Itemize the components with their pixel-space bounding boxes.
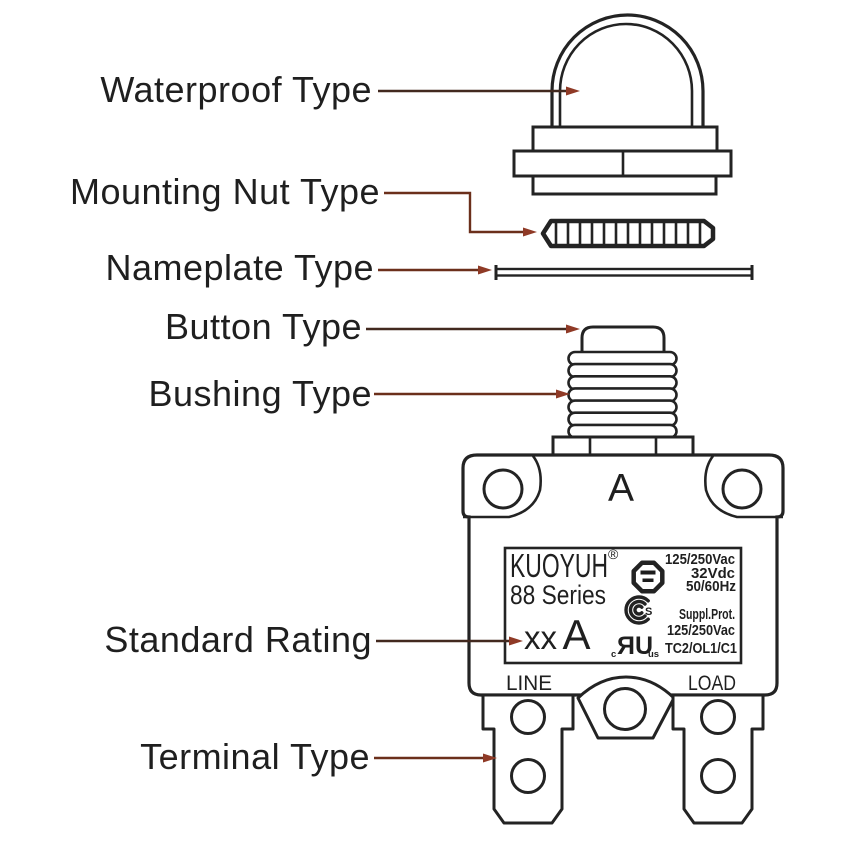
push-button (580, 325, 666, 356)
octagon-glyph-bar (642, 578, 654, 582)
terminal-line-blade (481, 693, 575, 825)
nameplate-bar (494, 265, 754, 280)
ccs-certification-icon (624, 595, 650, 625)
body-top-marking: A (608, 467, 634, 510)
registered-mark-icon: ® (608, 546, 619, 562)
center-mount-hole (603, 687, 647, 731)
right-ear-contour (704, 455, 783, 519)
callout-nameplate: Nameplate Type (106, 247, 375, 288)
left-ear-contour (463, 455, 542, 519)
mounting-hole-left (482, 468, 524, 510)
bushing-threads (567, 350, 678, 439)
octagon-certification-icon (631, 560, 665, 594)
ul-mark-c: c (611, 649, 616, 660)
dome-inner (558, 22, 694, 129)
plate-spec-dc: 32Vdc (691, 566, 735, 582)
octagon-glyph-bar (640, 570, 656, 575)
rating-label-plate (503, 546, 743, 665)
plate-cert-code: TC2/OL1/C1 (665, 641, 737, 657)
standard-rating-arrowhead (509, 636, 523, 646)
mounting-nut-arrowhead (523, 227, 537, 237)
device-drawing (461, 13, 785, 825)
nameplate-end-caps (494, 265, 754, 280)
nameplate-arrowhead (478, 265, 492, 275)
mounting-hole-right (721, 468, 763, 510)
plate-brand: KUOYUH (510, 547, 608, 584)
callout-terminal: Terminal Type (140, 736, 370, 777)
dome-outer (550, 13, 705, 129)
terminal-hole (510, 699, 546, 735)
mounting-nut (540, 218, 716, 249)
ul-mark-ru: ЯU (617, 632, 653, 660)
button-arrowhead (566, 324, 580, 334)
callout-mounting-nut: Mounting Nut Type (70, 171, 380, 212)
pedestal-splits (588, 437, 658, 455)
plate-spec-ac: 125/250Vac (665, 552, 735, 568)
center-mount (576, 675, 676, 740)
terminal-load-label: LOAD (688, 672, 736, 695)
terminal-hole (700, 758, 736, 794)
plate-suppl-rating: 125/250Vac (667, 623, 735, 639)
mounting-nut-leader-line (384, 191, 524, 234)
ul-recognized-icon: c ЯU us (611, 632, 659, 660)
bushing-pedestal (551, 435, 695, 457)
breaker-body (461, 453, 785, 697)
pedestal-outline (551, 435, 695, 457)
bushing-arrowhead (556, 389, 570, 399)
leader-lines (366, 86, 580, 763)
plate-rating-value: xx (524, 619, 558, 656)
plate-rating: xx A (524, 611, 590, 658)
waterproof-cap (512, 13, 733, 196)
terminal-arrowhead (483, 753, 497, 763)
terminal-load-blade (671, 693, 765, 825)
terminal-hole (510, 758, 546, 794)
diagram-texts: Waterproof Type Mounting Nut Type Namepl… (70, 69, 737, 777)
nameplate-strip (494, 267, 754, 277)
plate-spec-freq: 50/60Hz (686, 579, 736, 595)
callout-waterproof: Waterproof Type (100, 69, 372, 110)
plate-rating-unit: A (562, 611, 590, 658)
cap-plate-bottom (531, 174, 718, 196)
waterproof-arrowhead (566, 86, 580, 96)
cap-plate-top (531, 125, 719, 153)
terminal-line-label: LINE (506, 672, 552, 695)
terminal-hole (700, 699, 736, 735)
plate-suppl-prot: Suppl.Prot. (679, 607, 735, 623)
callout-standard-rating: Standard Rating (104, 619, 372, 660)
ccs-arcs (624, 595, 650, 625)
plate-series: 88 Series (510, 580, 606, 610)
ccs-mark-s-glyph: S (645, 606, 652, 618)
ul-mark-us: us (648, 649, 659, 660)
callout-button: Button Type (165, 306, 362, 347)
octagon-ring (631, 560, 665, 594)
callout-bushing: Bushing Type (149, 373, 373, 414)
mounting-nut-ribs (554, 222, 702, 245)
